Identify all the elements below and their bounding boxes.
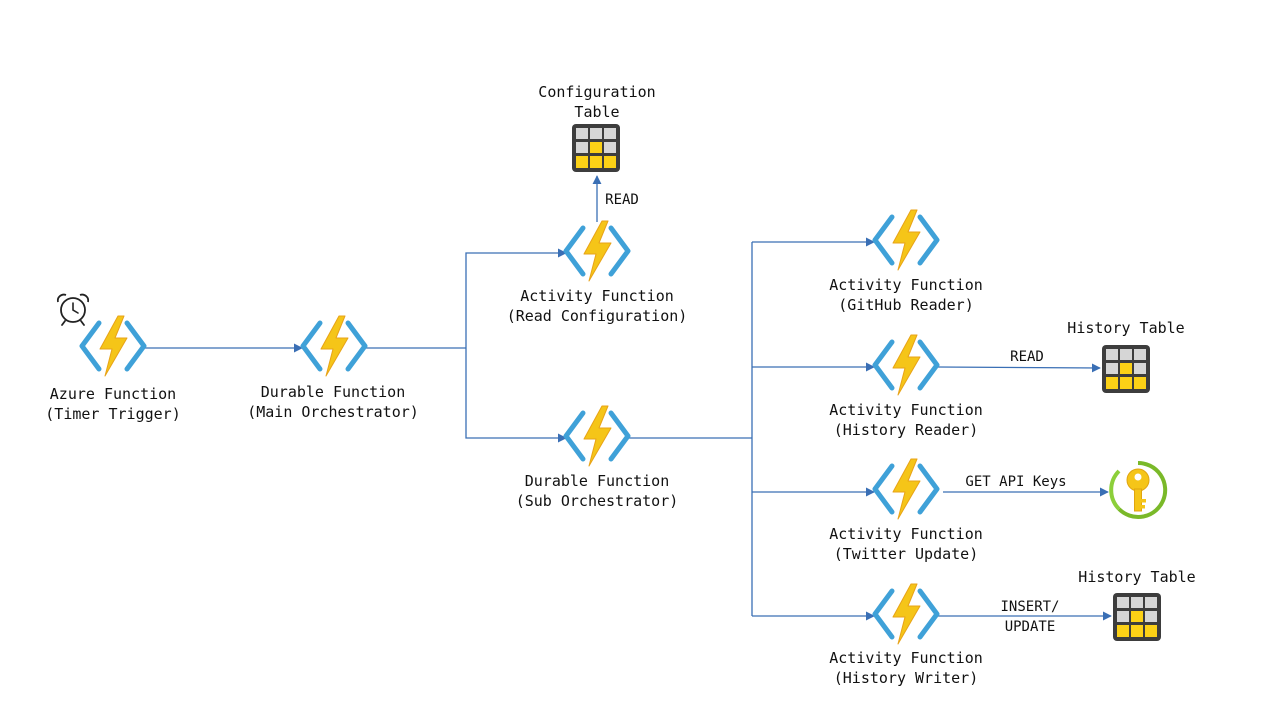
edge-history-reader-to-table bbox=[937, 363, 1101, 373]
key-vault-node bbox=[1109, 460, 1168, 519]
node-title: History Table bbox=[1078, 568, 1195, 586]
azure-function-icon bbox=[875, 584, 937, 644]
edge-label-update: UPDATE bbox=[1005, 619, 1056, 635]
node-subtitle: (Timer Trigger) bbox=[45, 405, 180, 423]
alarm-clock-icon bbox=[56, 293, 90, 326]
history-reader-node: Activity Function (History Reader) bbox=[829, 335, 983, 439]
node-title: History Table bbox=[1067, 319, 1184, 337]
edge-main-to-read-config bbox=[465, 248, 567, 348]
read-configuration-node: Activity Function (Read Configuration) bbox=[507, 221, 688, 325]
node-subtitle: (History Writer) bbox=[834, 669, 979, 687]
storage-table-icon bbox=[572, 124, 620, 172]
node-title: Activity Function bbox=[829, 276, 983, 294]
azure-function-icon bbox=[566, 406, 628, 466]
node-subtitle: Table bbox=[574, 103, 619, 121]
node-subtitle: (Sub Orchestrator) bbox=[516, 492, 679, 510]
node-subtitle: (Main Orchestrator) bbox=[247, 403, 419, 421]
azure-function-icon bbox=[875, 459, 937, 519]
node-title: Durable Function bbox=[261, 383, 406, 401]
node-title: Activity Function bbox=[829, 525, 983, 543]
history-table-read-node: History Table bbox=[1067, 319, 1185, 393]
node-title: Activity Function bbox=[829, 401, 983, 419]
history-writer-node: Activity Function (History Writer) bbox=[829, 584, 983, 687]
key-vault-icon bbox=[1109, 460, 1168, 519]
node-title: Configuration bbox=[538, 83, 655, 101]
edge-label-get-api-keys: GET API Keys bbox=[965, 474, 1066, 490]
edge-label-insert: INSERT/ bbox=[1000, 599, 1059, 615]
azure-function-icon bbox=[875, 210, 937, 270]
configuration-table-node: Configuration Table bbox=[538, 83, 656, 172]
node-subtitle: (Read Configuration) bbox=[507, 307, 688, 325]
azure-function-icon bbox=[82, 316, 144, 376]
node-subtitle: (Twitter Update) bbox=[834, 545, 979, 563]
node-title: Azure Function bbox=[50, 385, 176, 403]
node-subtitle: (History Reader) bbox=[834, 421, 979, 439]
node-title: Activity Function bbox=[829, 649, 983, 667]
github-reader-node: Activity Function (GitHub Reader) bbox=[829, 210, 983, 314]
node-title: Activity Function bbox=[520, 287, 674, 305]
node-subtitle: (GitHub Reader) bbox=[838, 296, 973, 314]
edge-label-history-read: READ bbox=[1010, 349, 1044, 365]
node-title: Durable Function bbox=[525, 472, 670, 490]
main-orchestrator-node: Durable Function (Main Orchestrator) bbox=[247, 316, 419, 421]
azure-function-icon bbox=[303, 316, 365, 376]
history-table-write-node: History Table bbox=[1078, 568, 1196, 641]
azure-function-icon bbox=[875, 335, 937, 395]
twitter-update-node: Activity Function (Twitter Update) bbox=[829, 459, 983, 563]
edge-main-to-sub bbox=[465, 348, 567, 443]
timer-function-node: Azure Function (Timer Trigger) bbox=[45, 316, 181, 423]
storage-table-icon bbox=[1102, 345, 1150, 393]
azure-function-icon bbox=[566, 221, 628, 281]
sub-orchestrator-node: Durable Function (Sub Orchestrator) bbox=[516, 406, 679, 510]
storage-table-icon bbox=[1113, 593, 1161, 641]
edge-label-config-read: READ bbox=[605, 192, 639, 208]
